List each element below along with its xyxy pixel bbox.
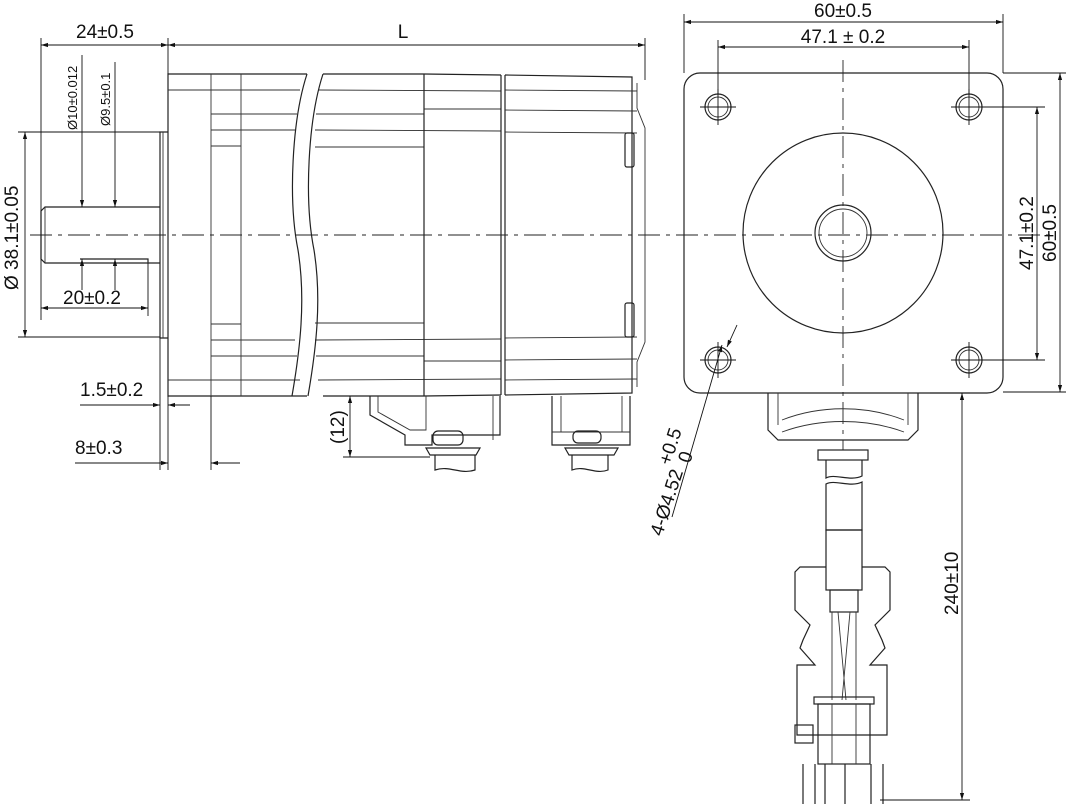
dim-length: L <box>398 22 409 43</box>
encoder-connector <box>551 396 631 473</box>
front-view: 60±0.5 47.1 ± 0.2 47.1±0.2 60±0.5 4-Ø4.5… <box>647 1 1066 804</box>
dim-flange-thickness: 8±0.3 <box>75 438 122 459</box>
flange-square <box>683 72 1004 394</box>
dim-hole-spacing-h: 47.1 ± 0.2 <box>801 27 885 48</box>
dim-height: 60±0.5 <box>1040 204 1061 262</box>
dim-width: 60±0.5 <box>814 1 872 22</box>
cable-assembly <box>767 393 919 804</box>
dim-pilot-height: 1.5±0.2 <box>80 380 143 401</box>
dim-flange-to-shaft: 24±0.5 <box>76 22 134 43</box>
dim-connector-height: (12) <box>328 410 349 444</box>
dim-hole-spacing-v: 47.1±0.2 <box>1017 196 1038 270</box>
side-view: 24±0.5 L Ø10±0.012 Ø9.5±0.1 Ø 38.1±0.05 … <box>2 22 1050 473</box>
power-connector <box>369 396 501 473</box>
dim-holes: 4-Ø4.52 <box>647 467 688 539</box>
dim-shaft-dia: Ø10±0.012 <box>65 66 80 130</box>
dim-flat-length: 20±0.2 <box>63 288 121 309</box>
dim-pilot-dia: Ø 38.1±0.05 <box>2 186 23 290</box>
dim-flat-dia: Ø9.5±0.1 <box>98 73 113 126</box>
dim-cable-length: 240±10 <box>942 552 963 615</box>
dim-holes-tol-lower: 0 <box>675 449 698 466</box>
